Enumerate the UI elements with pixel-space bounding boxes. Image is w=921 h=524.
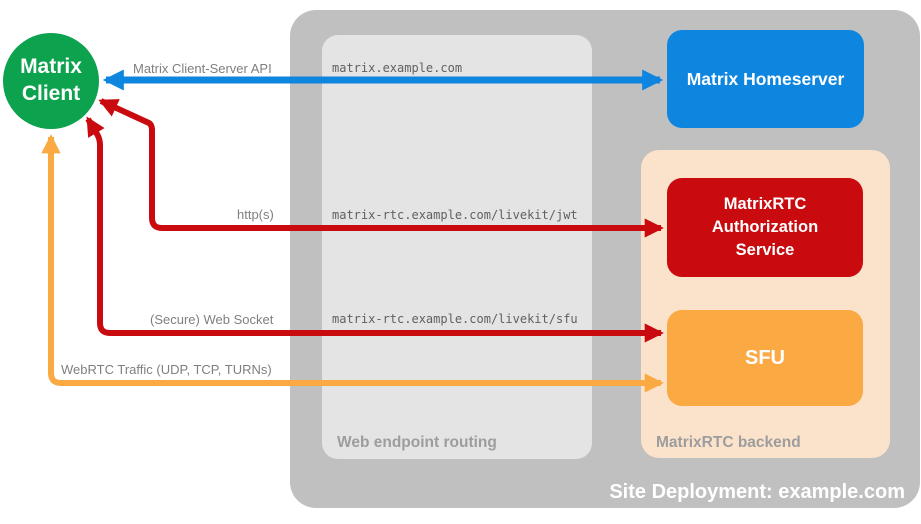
matrix-client-node: Matrix Client [3, 33, 99, 129]
websocket-label: (Secure) Web Socket [150, 312, 274, 327]
matrix-homeserver-label: Matrix Homeserver [686, 68, 845, 89]
site-deployment-title: Site Deployment: example.com [609, 481, 905, 503]
endpoint-livekit-sfu: matrix-rtc.example.com/livekit/sfu [332, 312, 578, 326]
web-endpoint-routing-container [322, 35, 592, 459]
endpoint-matrix: matrix.example.com [332, 61, 463, 75]
sfu-label: SFU [745, 346, 785, 369]
matrixrtc-authorization-service-node: MatrixRTC Authorization Service [667, 178, 863, 277]
sfu-node: SFU [667, 310, 863, 406]
matrix-client-label: Matrix Client [20, 55, 82, 105]
http-label: http(s) [237, 207, 274, 222]
webrtc-traffic-label: WebRTC Traffic (UDP, TCP, TURNs) [61, 362, 272, 377]
matrixrtc-backend-caption: MatrixRTC backend [656, 434, 801, 451]
web-endpoint-routing-caption: Web endpoint routing [337, 434, 497, 451]
client-server-api-label: Matrix Client-Server API [133, 61, 272, 76]
matrixrtc-authorization-service-label: MatrixRTC Authorization Service [711, 194, 819, 260]
matrix-homeserver-node: Matrix Homeserver [667, 30, 864, 128]
endpoint-livekit-jwt: matrix-rtc.example.com/livekit/jwt [332, 208, 578, 222]
